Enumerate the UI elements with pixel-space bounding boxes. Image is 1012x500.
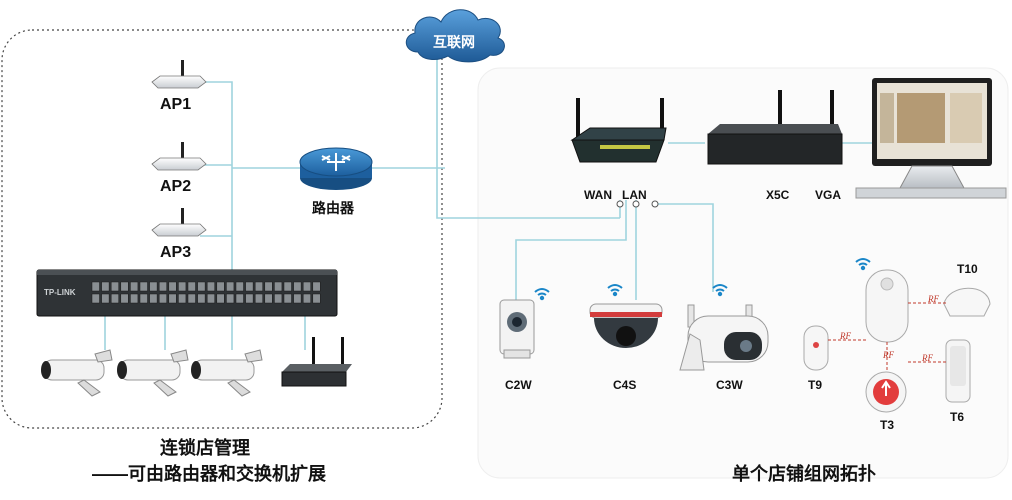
ap2-device: [151, 142, 207, 171]
left-caption-subtitle: ——可由路由器和交换机扩展: [92, 464, 326, 484]
left-caption-title: 连锁店管理: [160, 438, 250, 458]
ap3-device: [151, 208, 207, 237]
left-nvr-device: [281, 337, 352, 387]
rf-links: [828, 302, 948, 372]
t10-sensor: [943, 287, 991, 317]
c4s-label: C4S: [613, 378, 637, 392]
wired-router-device: [570, 98, 667, 163]
rf-label-t6: RF: [922, 353, 933, 363]
t3-label: T3: [880, 418, 895, 432]
right-caption: 单个店铺组网拓扑: [732, 464, 876, 484]
ap1-device: [151, 60, 207, 89]
rf-label-t3: RF: [883, 350, 894, 360]
c3w-camera: [679, 304, 769, 371]
c2w-camera: [499, 299, 535, 359]
wifi-icon-hub: [855, 258, 871, 271]
bullet-camera-1: [41, 349, 113, 397]
t10-label: T10: [957, 262, 978, 276]
ap2-label: AP2: [160, 178, 192, 195]
t9-label: T9: [808, 378, 823, 392]
c3w-label: C3W: [716, 378, 743, 392]
router-device: [299, 147, 373, 190]
t6-label: T6: [950, 410, 965, 424]
internet-cloud: [405, 9, 505, 63]
c2w-label: C2W: [505, 378, 532, 392]
vga-label: VGA: [815, 188, 842, 202]
nvr-x5c-device: [707, 90, 843, 165]
wan-port-label: WAN: [584, 188, 612, 202]
switch-device: [36, 269, 338, 317]
t6-sensor: [945, 339, 971, 403]
bullet-camera-2: [117, 349, 189, 397]
router-label: 路由器: [312, 200, 354, 216]
ap3-label: AP3: [160, 244, 192, 261]
internet-label: 互联网: [433, 34, 475, 50]
monitor-device: [855, 78, 1007, 199]
switch-brand-label: TP-LINK: [44, 288, 76, 297]
left-panel-border: [1, 29, 443, 429]
switch-ports: [91, 281, 321, 304]
t9-sensor: [803, 325, 829, 371]
wifi-icon-c2w: [534, 288, 550, 301]
t3-emergency-button: [865, 371, 907, 413]
wifi-icon-c3w: [712, 284, 728, 297]
ap1-label: AP1: [160, 96, 192, 113]
connection-lines: [200, 58, 880, 300]
hub-gateway: [865, 269, 909, 343]
c4s-camera: [589, 303, 663, 348]
rf-label-t10: RF: [928, 294, 939, 304]
lan-port-markers: [616, 200, 659, 208]
wifi-icons: [534, 258, 871, 301]
rf-label-t9: RF: [840, 331, 851, 341]
lan-port-label: LAN: [622, 188, 647, 202]
bullet-camera-3: [191, 349, 263, 397]
wifi-icon-c4s: [607, 284, 623, 297]
switch-drops: [104, 315, 306, 350]
nvr-label: X5C: [766, 188, 790, 202]
